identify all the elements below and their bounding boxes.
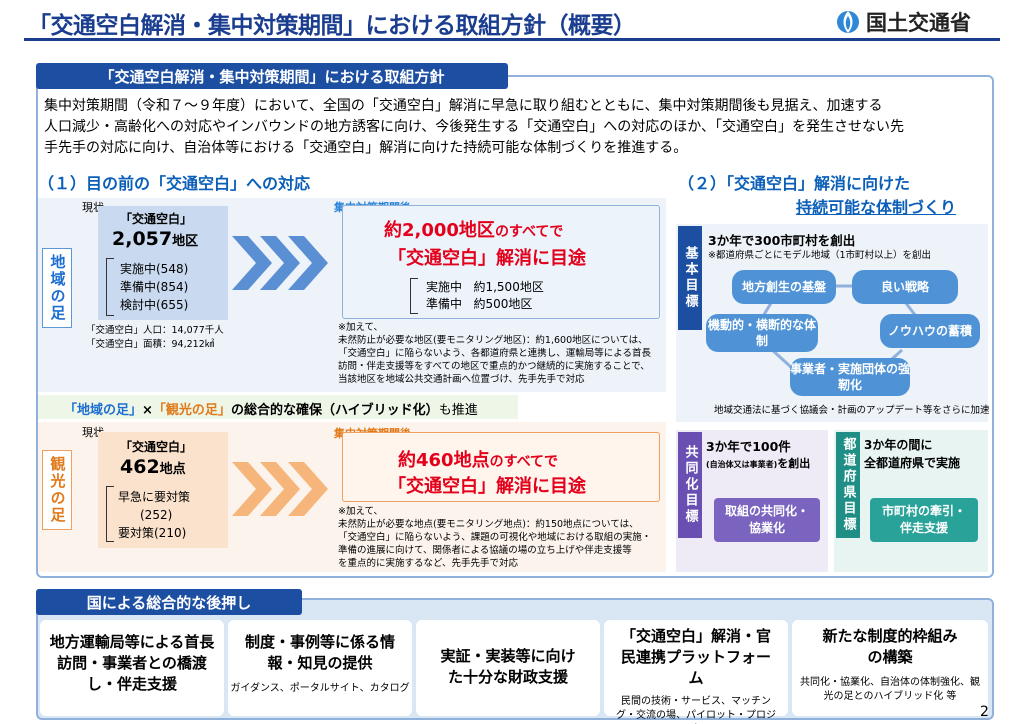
kanko-goal-line1: 約460地点のすべてで xyxy=(398,450,559,471)
pref-target-label: 都道府県目標 xyxy=(836,432,860,538)
chiiki-bracket xyxy=(106,258,114,316)
kanko-now-box xyxy=(98,432,228,548)
kanko-count: 462地点 xyxy=(120,456,186,478)
basic-target-footnote: 地域交通法に基づく協議会・計画のアップデート等をさらに加速 xyxy=(714,405,990,416)
chiiki-goal-bracket xyxy=(410,278,418,314)
chiiki-goal-line1: 約2,000地区のすべてで xyxy=(384,220,564,241)
oval-agile-structure: 機動的・横断的な体制 xyxy=(706,314,818,352)
kanko-kuhaku-label: 「交通空白」 xyxy=(120,440,193,454)
chiiki-goal-line2: 「交通空白」解消に目途 xyxy=(388,248,586,269)
chiiki-stats: 「交通空白」人口：14,077千人 「交通空白」面積：94,212㎢ xyxy=(86,325,224,350)
kanko-bracket xyxy=(106,486,114,542)
oval-knowhow: ノウハウの蓄積 xyxy=(880,314,980,348)
part1-heading: （１）目の前の「交通空白」への対応 xyxy=(38,174,311,193)
hybrid-band xyxy=(38,395,518,419)
support-tab: 国による総合的な後押し xyxy=(36,589,302,615)
pref-target-box: 市町村の牽引・伴走支援 xyxy=(870,498,978,542)
page-number: 2 xyxy=(980,704,989,720)
kanko-goal-line2: 「交通空白」解消に目途 xyxy=(388,476,586,497)
mlit-logo-icon xyxy=(837,11,859,33)
chiiki-count: 2,057地区 xyxy=(112,228,199,250)
chiiki-kuhaku-label: 「交通空白」 xyxy=(120,212,193,226)
joint-target-sub: (自治体又は事業者)を創出 xyxy=(706,457,811,470)
support-box-2: 制度・事例等に係る情報・知見の提供 ガイダンス、ポータルサイト、カタログ xyxy=(228,620,412,716)
support-box-4: 「交通空白」解消・官民連携プラットフォーム 民間の技術・サービス、マッチング・交… xyxy=(604,620,788,721)
mlit-logo-text: 国土交通省 xyxy=(866,11,971,35)
chiiki-items: 実施中(548) 準備中(854) 検討中(655) xyxy=(120,262,189,312)
kanko-goal-box xyxy=(342,432,660,502)
title-underline xyxy=(24,38,1000,41)
main-section-tab: 「交通空白解消・集中対策期間」における取組方針 xyxy=(36,63,508,89)
kanko-arrows-icon xyxy=(232,462,328,516)
intro-text: 集中対策期間（令和７～９年度）において、全国の「交通空白」解消に早急に取り組むと… xyxy=(44,98,905,156)
pref-target-headline1: 3か年の間に xyxy=(864,438,933,452)
oval-regional-foundation: 地方創生の基盤 xyxy=(732,270,836,304)
joint-target-label: 共同化目標 xyxy=(678,432,702,538)
page-title: 「交通空白解消・集中対策期間」における取組方針（概要） xyxy=(28,13,636,39)
basic-target-sub: ※都道府県ごとにモデル地域（1市町村以上）を創出 xyxy=(708,250,932,261)
basic-target-headline: 3か年で300市町村を創出 xyxy=(708,233,856,248)
oval-operator-strengthening: 事業者・実施団体の強靭化 xyxy=(790,358,910,396)
support-box-3: 実証・実装等に向けた十分な財政支援 xyxy=(416,620,600,716)
chiiki-side-label: 地域の足 xyxy=(42,248,72,328)
basic-target-label: 基本目標 xyxy=(678,226,702,330)
part2-heading-line2: 持続可能な体制づくり xyxy=(796,198,957,217)
joint-target-headline: 3か年で100件 xyxy=(706,439,791,454)
chiiki-notes: ※加えて、 未然防止が必要な地区(要モニタリング地区)：約1,600地区について… xyxy=(338,322,652,385)
chiiki-breakdown: 実施中 約1,500地区 準備中 約500地区 xyxy=(426,280,544,311)
kanko-items: 早急に要対策 (252) 要対策(210) xyxy=(118,490,191,540)
hybrid-text: 「地域の足」×「観光の足」の総合的な確保（ハイブリッド化）も推進 xyxy=(64,403,478,418)
chiiki-arrows-icon xyxy=(232,236,328,290)
support-box-1: 地方運輸局等による首長訪問・事業者との橋渡し・伴走支援 xyxy=(40,620,224,716)
joint-target-box: 取組の共同化・協業化 xyxy=(714,498,820,542)
chiiki-goal-box xyxy=(342,205,660,319)
kanko-notes: ※加えて、 未然防止が必要な地点(要モニタリング地点)：約150地点については、… xyxy=(338,506,652,569)
main-section-frame xyxy=(36,75,994,578)
support-box-5: 新たな制度的枠組みの構築 共同化・協業化、自治体の体制強化、観光の足とのハイブリ… xyxy=(792,620,988,716)
part2-heading-line1: （２）「交通空白」解消に向けた xyxy=(678,174,911,193)
oval-good-strategy: 良い戦略 xyxy=(852,270,958,304)
chiiki-now-box xyxy=(98,206,228,320)
pref-target-headline2: 全都道府県で実施 xyxy=(864,456,961,470)
kanko-side-label: 観光の足 xyxy=(42,450,72,530)
